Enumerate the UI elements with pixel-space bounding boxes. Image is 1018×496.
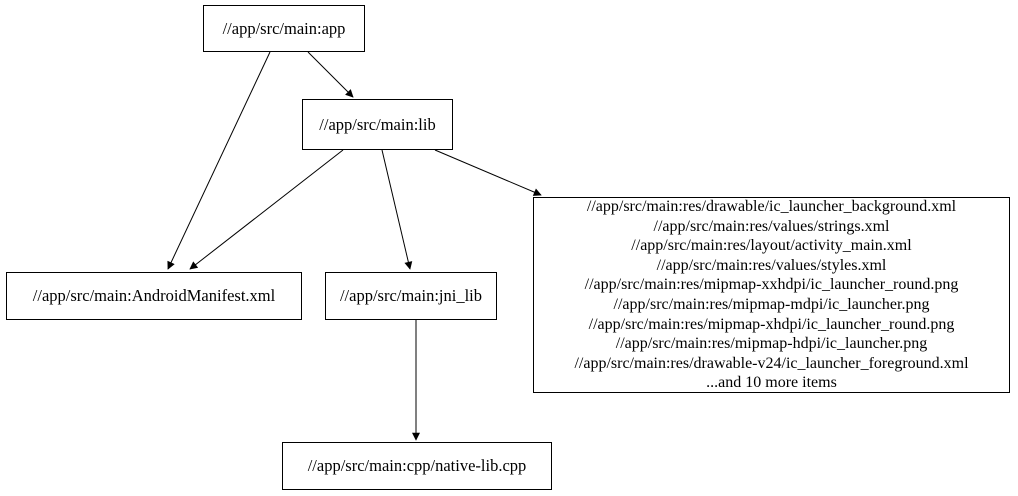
res-group-line: //app/src/main:res/mipmap-xxhdpi/ic_laun…	[584, 276, 959, 294]
node-app-label: //app/src/main:app	[222, 18, 346, 38]
res-group-line: //app/src/main:res/mipmap-xhdpi/ic_launc…	[588, 315, 955, 333]
res-group-line: //app/src/main:res/layout/activity_main.…	[631, 237, 912, 255]
node-android-manifest: //app/src/main:AndroidManifest.xml	[6, 272, 302, 320]
res-group-line: //app/src/main:res/drawable-v24/ic_launc…	[574, 354, 969, 372]
node-jni-lib-label: //app/src/main:jni_lib	[339, 286, 483, 305]
edge-lib-to-android-manifest	[189, 149, 344, 270]
res-group-line: //app/src/main:res/values/styles.xml	[656, 256, 887, 274]
edge-app-to-lib	[307, 51, 354, 98]
node-lib-label: //app/src/main:lib	[319, 114, 436, 134]
res-group-line: //app/src/main:res/mipmap-hdpi/ic_launch…	[615, 335, 928, 353]
node-app: //app/src/main:app	[203, 5, 365, 52]
node-android-manifest-label: //app/src/main:AndroidManifest.xml	[32, 286, 276, 305]
res-group-line: //app/src/main:res/drawable/ic_launcher_…	[586, 198, 957, 216]
edge-app-to-android-manifest	[167, 51, 271, 270]
node-res-group: //app/src/main:res/drawable/ic_launcher_…	[533, 197, 1010, 393]
edge-lib-to-res-group	[434, 149, 542, 196]
res-group-more-items: ...and 10 more items	[706, 374, 837, 392]
res-group-line: //app/src/main:res/values/strings.xml	[653, 217, 890, 235]
node-jni-lib: //app/src/main:jni_lib	[325, 272, 497, 320]
node-native-lib-cpp-label: //app/src/main:cpp/native-lib.cpp	[307, 456, 527, 475]
res-group-line: //app/src/main:res/mipmap-mdpi/ic_launch…	[613, 296, 930, 313]
node-lib: //app/src/main:lib	[302, 99, 453, 150]
node-native-lib-cpp: //app/src/main:cpp/native-lib.cpp	[282, 442, 552, 490]
edge-lib-to-jni-lib	[381, 149, 413, 270]
